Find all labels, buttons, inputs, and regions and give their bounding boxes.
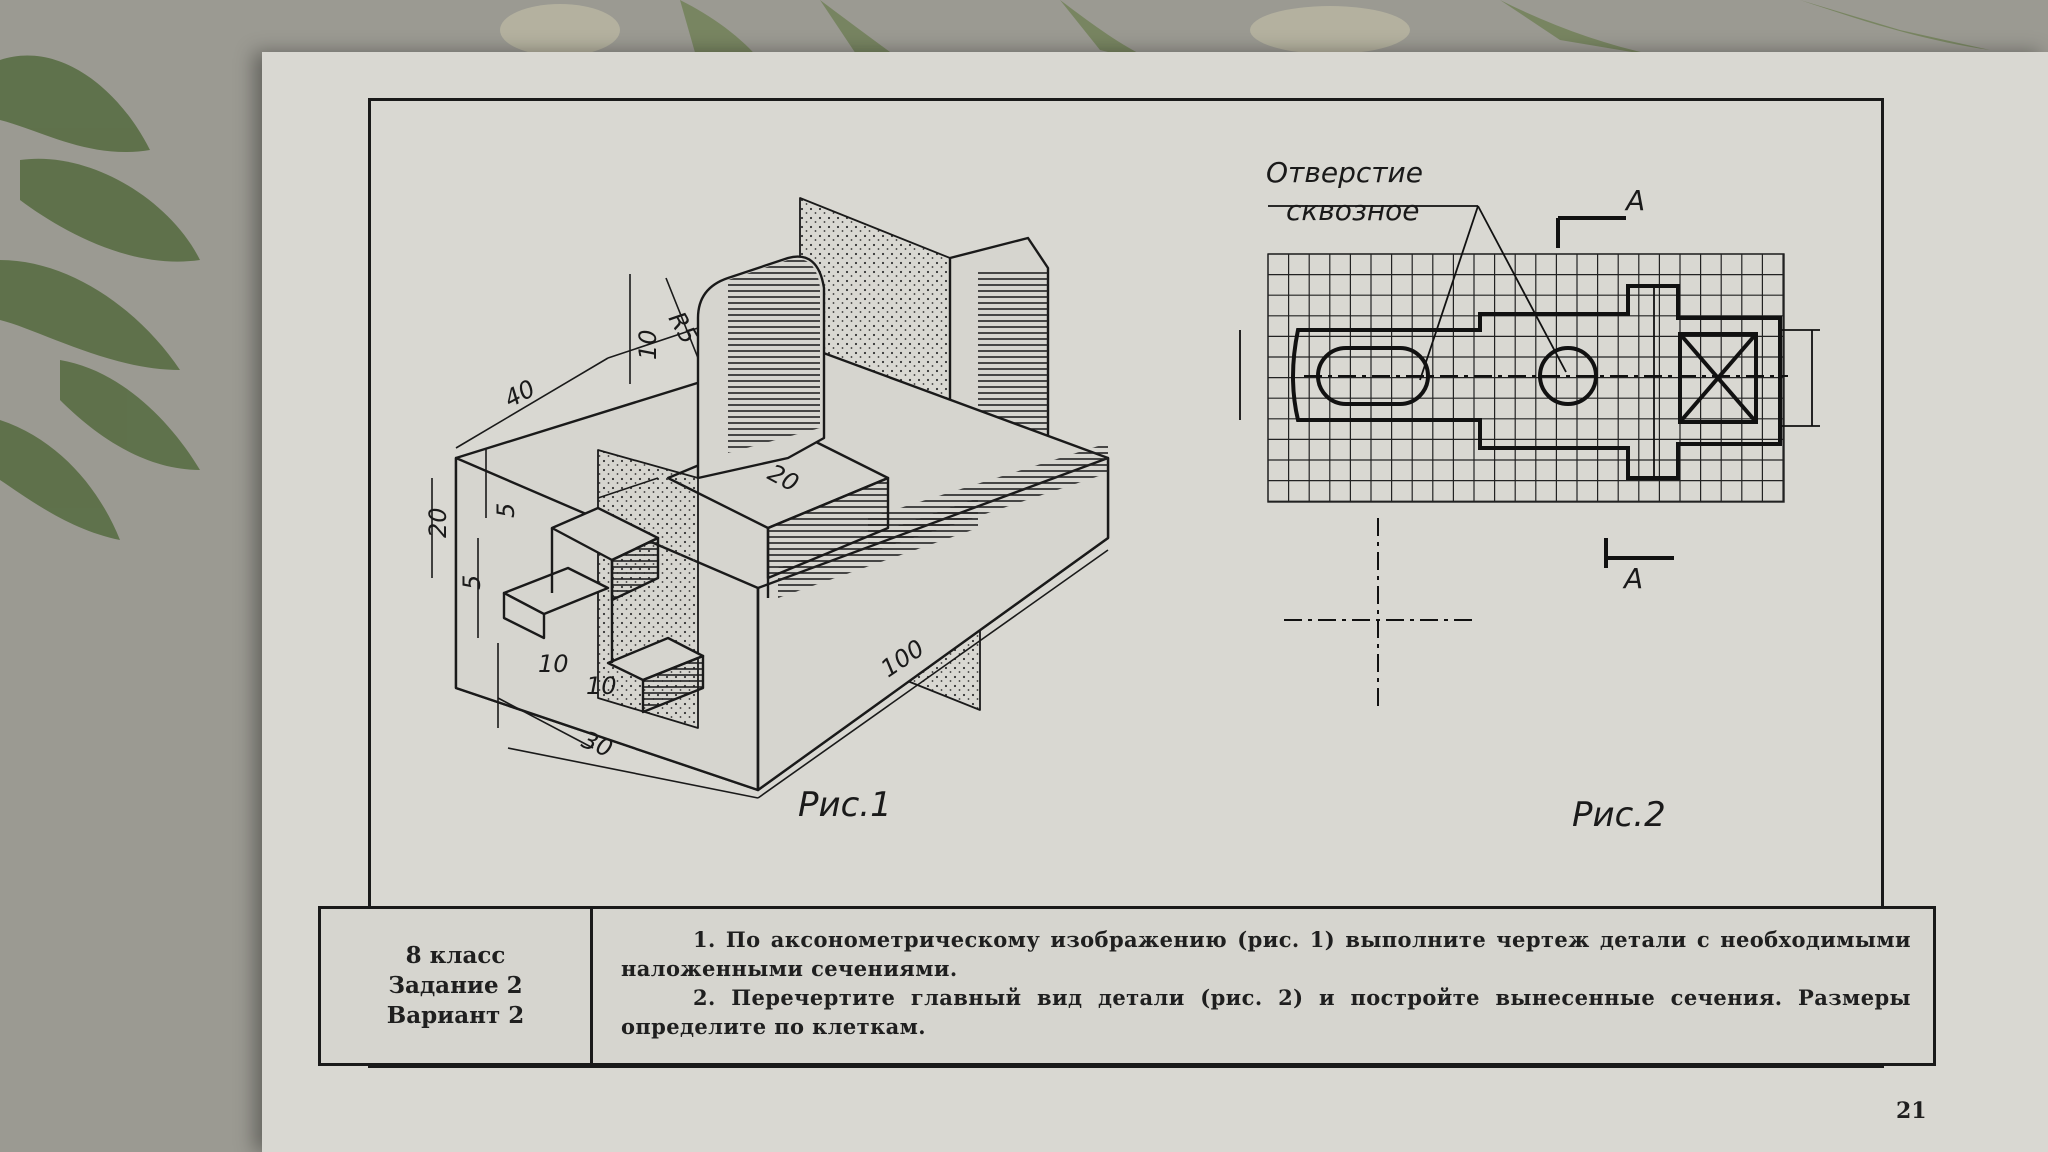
assignment-header: 8 класс Задание 2 Вариант 2 <box>321 909 593 1063</box>
assignment-instructions: 1. По аксонометрическому изображению (ри… <box>621 925 1911 1041</box>
assignment-info-row: 8 класс Задание 2 Вариант 2 1. По аксоно… <box>318 906 1936 1066</box>
grade-label: 8 класс <box>405 942 506 969</box>
fig1-isometric-drawing <box>431 197 1110 799</box>
fig2-caption: Рис.2 <box>1572 795 1666 835</box>
dim-10-vertical: 10 <box>634 329 662 360</box>
hole-note-line1: Отверстие <box>1266 156 1423 189</box>
dim-5-lower: 5 <box>458 575 486 590</box>
page-number: 21 <box>1896 1098 1927 1124</box>
dim-10-b: 10 <box>586 672 617 700</box>
dim-40: 40 <box>500 374 540 413</box>
dim-10-a: 10 <box>538 650 569 678</box>
section-label-bottom: А <box>1622 562 1643 595</box>
instruction-1: 1. По аксонометрическому изображению (ри… <box>621 927 1911 981</box>
instruction-2: 2. Перечертите главный вид детали (рис. … <box>621 985 1911 1039</box>
dim-20: 20 <box>424 507 452 538</box>
fig1-caption: Рис.1 <box>798 785 892 825</box>
drawing-frame <box>368 98 1884 1068</box>
figures-area: 40 20 5 5 10 R5 20 10 10 30 100 Рис.1 <box>424 156 1820 835</box>
hole-note-line2: сквозное <box>1286 194 1420 227</box>
task-label: Задание 2 <box>388 972 523 999</box>
dim-5-upper: 5 <box>492 503 520 518</box>
variant-label: Вариант 2 <box>386 1002 525 1029</box>
section-label-top: А <box>1624 184 1645 217</box>
fig2-grid-drawing <box>1239 205 1820 708</box>
